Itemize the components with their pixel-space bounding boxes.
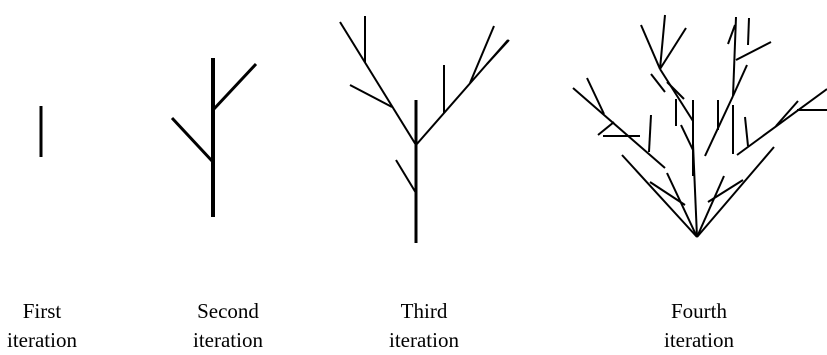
- branch: [659, 14, 666, 70]
- branch: [735, 41, 772, 61]
- branch: [648, 114, 652, 153]
- branch: [486, 39, 510, 65]
- branch: [650, 73, 666, 93]
- branch: [339, 21, 417, 146]
- caption-fourth-iteration: Fourth iteration: [629, 297, 769, 355]
- branch: [666, 81, 685, 100]
- caption-line-1: Fourth: [670, 299, 727, 323]
- caption-first-iteration: First iteration: [0, 297, 112, 355]
- caption-line-2: iteration: [193, 328, 263, 352]
- branch: [597, 121, 615, 136]
- branch: [349, 84, 393, 108]
- caption-line-2: iteration: [389, 328, 459, 352]
- caption-line-1: Third: [400, 299, 448, 323]
- caption-line-2: iteration: [7, 328, 77, 352]
- branch: [649, 181, 686, 206]
- branch: [659, 27, 687, 70]
- caption-line-1: First: [22, 299, 62, 323]
- branch: [659, 68, 694, 122]
- branch: [170, 116, 215, 164]
- branch: [586, 77, 605, 115]
- branch: [666, 172, 698, 238]
- tree-third-iteration: [339, 16, 510, 243]
- branch: [395, 159, 417, 194]
- branch: [732, 64, 748, 97]
- branch: [621, 154, 698, 238]
- branch: [736, 88, 827, 156]
- branch: [572, 87, 666, 169]
- branch: [696, 146, 775, 238]
- branch: [744, 116, 749, 147]
- branch: [640, 24, 661, 70]
- branch: [707, 179, 744, 203]
- branch: [469, 25, 495, 84]
- branch: [732, 16, 737, 97]
- branch: [211, 62, 258, 112]
- caption-second-iteration: Second iteration: [158, 297, 298, 355]
- caption-third-iteration: Third iteration: [354, 297, 494, 355]
- branch: [747, 17, 750, 46]
- tree-fourth-iteration: [572, 14, 827, 238]
- caption-line-2: iteration: [664, 328, 734, 352]
- branch: [696, 175, 725, 238]
- branch: [727, 24, 736, 45]
- tree-second-iteration: [170, 58, 258, 217]
- branch: [775, 100, 799, 127]
- branch: [680, 124, 694, 151]
- caption-line-1: Second: [197, 299, 259, 323]
